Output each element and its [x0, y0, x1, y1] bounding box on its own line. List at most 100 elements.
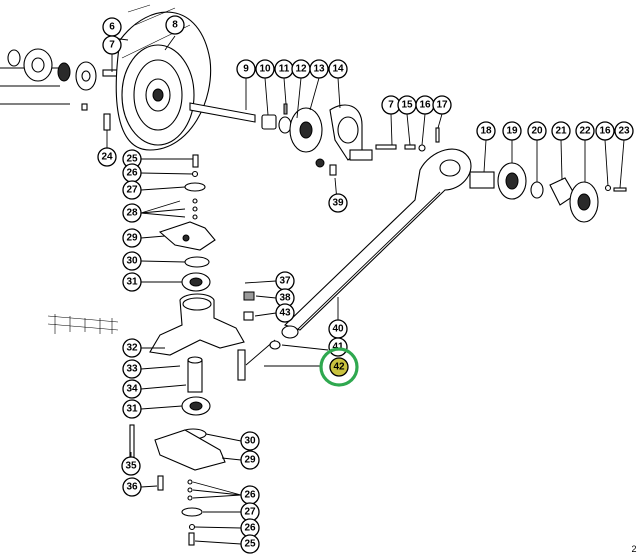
callout-label: 16 — [599, 126, 611, 137]
callout-label: 26 — [244, 490, 256, 501]
callout-27[interactable]: 27 — [240, 502, 260, 522]
callout-label: 30 — [244, 436, 256, 447]
callout-label: 27 — [126, 185, 138, 196]
callout-label: 8 — [172, 20, 178, 31]
callout-label: 17 — [436, 100, 448, 111]
callout-16[interactable]: 16 — [595, 121, 615, 141]
callout-label: 29 — [244, 455, 256, 466]
callout-label: 33 — [126, 364, 138, 375]
cutter-bar-fragment — [47, 314, 119, 334]
callout-34[interactable]: 34 — [122, 379, 142, 399]
callout-label: 36 — [126, 482, 138, 493]
callout-label: 7 — [388, 100, 394, 111]
callout-label: 38 — [279, 293, 291, 304]
callout-label: 39 — [332, 198, 344, 209]
callout-24[interactable]: 24 — [97, 147, 117, 167]
callout-label: 26 — [126, 168, 138, 179]
callout-17[interactable]: 17 — [432, 95, 452, 115]
callout-11[interactable]: 11 — [274, 59, 294, 79]
callout-27[interactable]: 27 — [122, 180, 142, 200]
callout-19[interactable]: 19 — [502, 121, 522, 141]
callout-label: 41 — [332, 342, 344, 353]
highlight-ring — [319, 347, 359, 387]
callout-label: 29 — [126, 233, 138, 244]
callout-29[interactable]: 29 — [122, 228, 142, 248]
callout-31[interactable]: 31 — [122, 272, 142, 292]
callout-10[interactable]: 10 — [255, 59, 275, 79]
long-arm — [281, 148, 472, 339]
callout-label: 7 — [109, 40, 115, 51]
callout-label: 30 — [126, 256, 138, 267]
callout-label: 31 — [126, 404, 138, 415]
callout-9[interactable]: 9 — [236, 59, 256, 79]
callout-6[interactable]: 6 — [102, 17, 122, 37]
callout-39[interactable]: 39 — [328, 193, 348, 213]
highlight-badge — [329, 357, 349, 377]
callout-26[interactable]: 26 — [122, 163, 142, 183]
callout-15[interactable]: 15 — [397, 95, 417, 115]
callout-20[interactable]: 20 — [527, 121, 547, 141]
callout-label: 6 — [109, 22, 115, 33]
callout-label: 18 — [480, 126, 492, 137]
callout-22[interactable]: 22 — [575, 121, 595, 141]
callout-38[interactable]: 38 — [275, 288, 295, 308]
callout-25[interactable]: 25 — [240, 534, 260, 554]
left-pivot-stack — [129, 154, 281, 546]
callout-7[interactable]: 7 — [102, 35, 122, 55]
callout-29[interactable]: 29 — [240, 450, 260, 470]
callout-label: 43 — [279, 308, 291, 319]
callout-26[interactable]: 26 — [240, 518, 260, 538]
callout-label: 23 — [618, 126, 630, 137]
callout-23[interactable]: 23 — [614, 121, 634, 141]
bearing-assembly — [469, 162, 627, 223]
callout-12[interactable]: 12 — [291, 59, 311, 79]
callout-33[interactable]: 33 — [122, 359, 142, 379]
callout-label: 31 — [126, 277, 138, 288]
callout-7[interactable]: 7 — [381, 95, 401, 115]
callout-21[interactable]: 21 — [551, 121, 571, 141]
callout-30[interactable]: 30 — [122, 251, 142, 271]
callout-13[interactable]: 13 — [309, 59, 329, 79]
callout-label: 20 — [531, 126, 543, 137]
callout-label: 21 — [555, 126, 567, 137]
leader-lines — [106, 35, 625, 545]
callout-41[interactable]: 41 — [328, 337, 348, 357]
callout-label: 27 — [244, 507, 256, 518]
callout-35[interactable]: 35 — [121, 456, 141, 476]
callout-28[interactable]: 28 — [122, 203, 142, 223]
page-marker: 2 — [631, 544, 636, 554]
callout-label: 32 — [126, 343, 138, 354]
callout-label: 12 — [295, 64, 307, 75]
pulley-assembly — [0, 4, 212, 151]
callout-32[interactable]: 32 — [122, 338, 142, 358]
callout-26[interactable]: 26 — [240, 485, 260, 505]
callout-label: 15 — [401, 100, 413, 111]
callout-label: 16 — [419, 100, 431, 111]
callout-31[interactable]: 31 — [122, 399, 142, 419]
callout-14[interactable]: 14 — [328, 59, 348, 79]
callout-label: 22 — [579, 126, 591, 137]
callout-label: 10 — [259, 64, 271, 75]
callout-40[interactable]: 40 — [328, 319, 348, 339]
callout-43[interactable]: 43 — [275, 303, 295, 323]
callout-42-highlighted[interactable]: 42 — [319, 347, 359, 387]
callout-30[interactable]: 30 — [240, 431, 260, 451]
callout-label: 25 — [126, 154, 138, 165]
callout-label: 28 — [126, 208, 138, 219]
callout-37[interactable]: 37 — [275, 271, 295, 291]
callout-8[interactable]: 8 — [165, 15, 185, 35]
callout-36[interactable]: 36 — [122, 477, 142, 497]
callout-label: 9 — [243, 64, 249, 75]
callout-16[interactable]: 16 — [415, 95, 435, 115]
callout-label: 19 — [506, 126, 518, 137]
callout-label: 14 — [332, 64, 344, 75]
callout-label: 11 — [279, 64, 290, 75]
callout-label: 26 — [244, 523, 256, 534]
callout-18[interactable]: 18 — [476, 121, 496, 141]
shaft-hub-assembly — [189, 102, 440, 176]
callout-label: 37 — [279, 276, 291, 287]
callout-label: 34 — [126, 384, 138, 395]
callout-label: 40 — [332, 324, 344, 335]
callout-label: 42 — [333, 362, 345, 373]
